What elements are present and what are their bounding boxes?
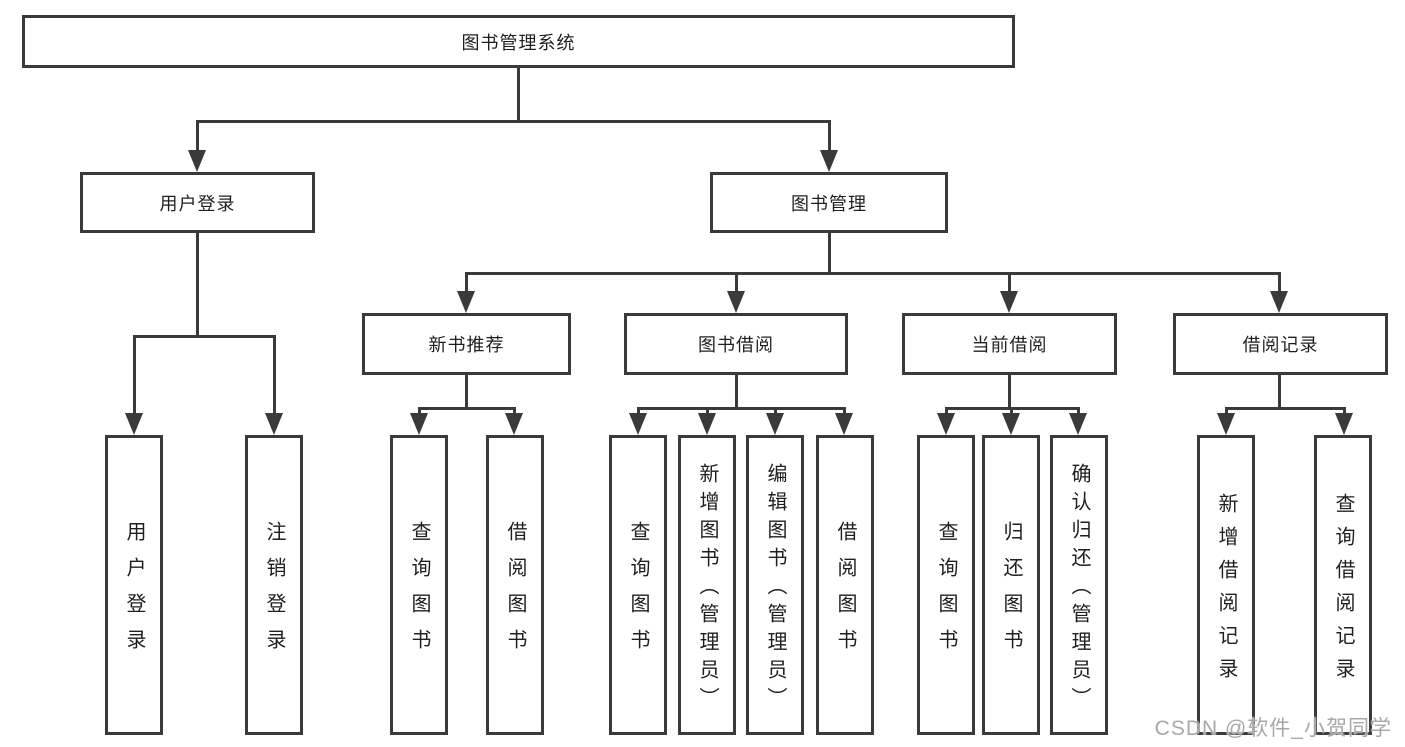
connector-drop (465, 272, 468, 293)
connector-drop (735, 272, 738, 293)
arrow-down-icon (457, 291, 475, 313)
leaf-query-borrow-record: 查询借阅记录 (1314, 435, 1372, 735)
connector-drop (513, 407, 516, 415)
leaf-label: 查询图书 (627, 521, 649, 665)
leaf-confirm-return-admin: 确认归还（管理员） (1050, 435, 1108, 735)
node-label: 用户登录 (159, 193, 236, 214)
connector-rail (1225, 407, 1346, 410)
connector-drop (945, 407, 948, 415)
leaf-borrow-books-2: 借阅图书 (816, 435, 874, 735)
node-label: 图书借阅 (698, 335, 774, 355)
arrow-down-icon (1002, 413, 1020, 435)
leaf-query-books-2: 查询图书 (609, 435, 667, 735)
connector-stub (1008, 375, 1011, 410)
arrow-down-icon (698, 413, 716, 435)
connector-drop (1278, 272, 1281, 293)
leaf-label: 用户登录 (123, 521, 145, 665)
node-book-management: 图书管理 (710, 172, 948, 233)
leaf-add-books-admin: 新增图书（管理员） (678, 435, 736, 735)
leaf-label: 编辑图书（管理员） (764, 463, 786, 715)
connector-drop (843, 407, 846, 415)
leaf-return-books: 归还图书 (982, 435, 1040, 735)
arrow-down-icon (1335, 413, 1353, 435)
connector-stub (465, 375, 468, 410)
arrow-down-icon (820, 150, 838, 172)
leaf-user-login: 用户登录 (105, 435, 163, 735)
connector-stub (196, 233, 199, 338)
connector-drop (637, 407, 640, 415)
node-new-book-recommendation: 新书推荐 (362, 313, 571, 375)
leaf-edit-books-admin: 编辑图书（管理员） (746, 435, 804, 735)
node-label: 新书推荐 (428, 335, 505, 355)
connector-stub (517, 68, 520, 123)
connector-drop (706, 407, 709, 415)
arrow-down-icon (505, 413, 523, 435)
connector-drop (1343, 407, 1346, 415)
node-label: 当前借阅 (971, 335, 1048, 355)
arrow-down-icon (727, 291, 745, 313)
arrow-down-icon (188, 150, 206, 172)
arrow-down-icon (835, 413, 853, 435)
arrow-down-icon (629, 413, 647, 435)
arrow-down-icon (766, 413, 784, 435)
node-user-login: 用户登录 (80, 172, 315, 233)
connector-stub (735, 375, 738, 410)
connector-drop (418, 407, 421, 415)
watermark: CSDN @软件_小贺同学 (1154, 717, 1392, 740)
connector-drop (828, 120, 831, 152)
connector-rail (133, 335, 276, 338)
arrow-down-icon (265, 413, 283, 435)
leaf-label: 注销登录 (263, 521, 285, 665)
leaf-logout: 注销登录 (245, 435, 303, 735)
leaf-label: 借阅图书 (834, 521, 856, 665)
arrow-down-icon (1000, 291, 1018, 313)
leaf-label: 确认归还（管理员） (1068, 463, 1090, 715)
connector-drop (1225, 407, 1228, 415)
connector-drop (774, 407, 777, 415)
leaf-query-books-3: 查询图书 (917, 435, 975, 735)
leaf-borrow-books-1: 借阅图书 (486, 435, 544, 735)
node-current-borrowing: 当前借阅 (902, 313, 1117, 375)
leaf-query-books-1: 查询图书 (390, 435, 448, 735)
connector-drop (196, 120, 199, 152)
leaf-label: 查询图书 (408, 521, 430, 665)
leaf-label: 归还图书 (1000, 521, 1022, 665)
connector-drop (133, 335, 136, 415)
connector-drop (1077, 407, 1080, 415)
node-label: 图书管理系统 (461, 32, 576, 53)
connector-stub (1278, 375, 1281, 410)
node-label: 借阅记录 (1242, 335, 1319, 355)
connector-stub (828, 233, 831, 275)
leaf-label: 查询借阅记录 (1332, 492, 1354, 691)
arrow-down-icon (1069, 413, 1087, 435)
connector-drop (273, 335, 276, 415)
node-library-management-system: 图书管理系统 (22, 15, 1015, 68)
node-borrowing-records: 借阅记录 (1173, 313, 1388, 375)
connector-rail (637, 407, 846, 410)
arrow-down-icon (937, 413, 955, 435)
leaf-label: 新增图书（管理员） (696, 463, 718, 715)
arrow-down-icon (125, 413, 143, 435)
connector-rail (418, 407, 516, 410)
arrow-down-icon (1217, 413, 1235, 435)
connector-drop (1008, 272, 1011, 293)
node-book-borrowing: 图书借阅 (624, 313, 848, 375)
leaf-label: 新增借阅记录 (1215, 492, 1237, 691)
arrow-down-icon (410, 413, 428, 435)
leaf-label: 借阅图书 (504, 521, 526, 665)
connector-rail (196, 120, 831, 123)
connector-rail (465, 272, 1281, 275)
connector-drop (1010, 407, 1013, 415)
leaf-add-borrow-record: 新增借阅记录 (1197, 435, 1255, 735)
node-label: 图书管理 (791, 193, 867, 214)
leaf-label: 查询图书 (935, 521, 957, 665)
arrow-down-icon (1270, 291, 1288, 313)
